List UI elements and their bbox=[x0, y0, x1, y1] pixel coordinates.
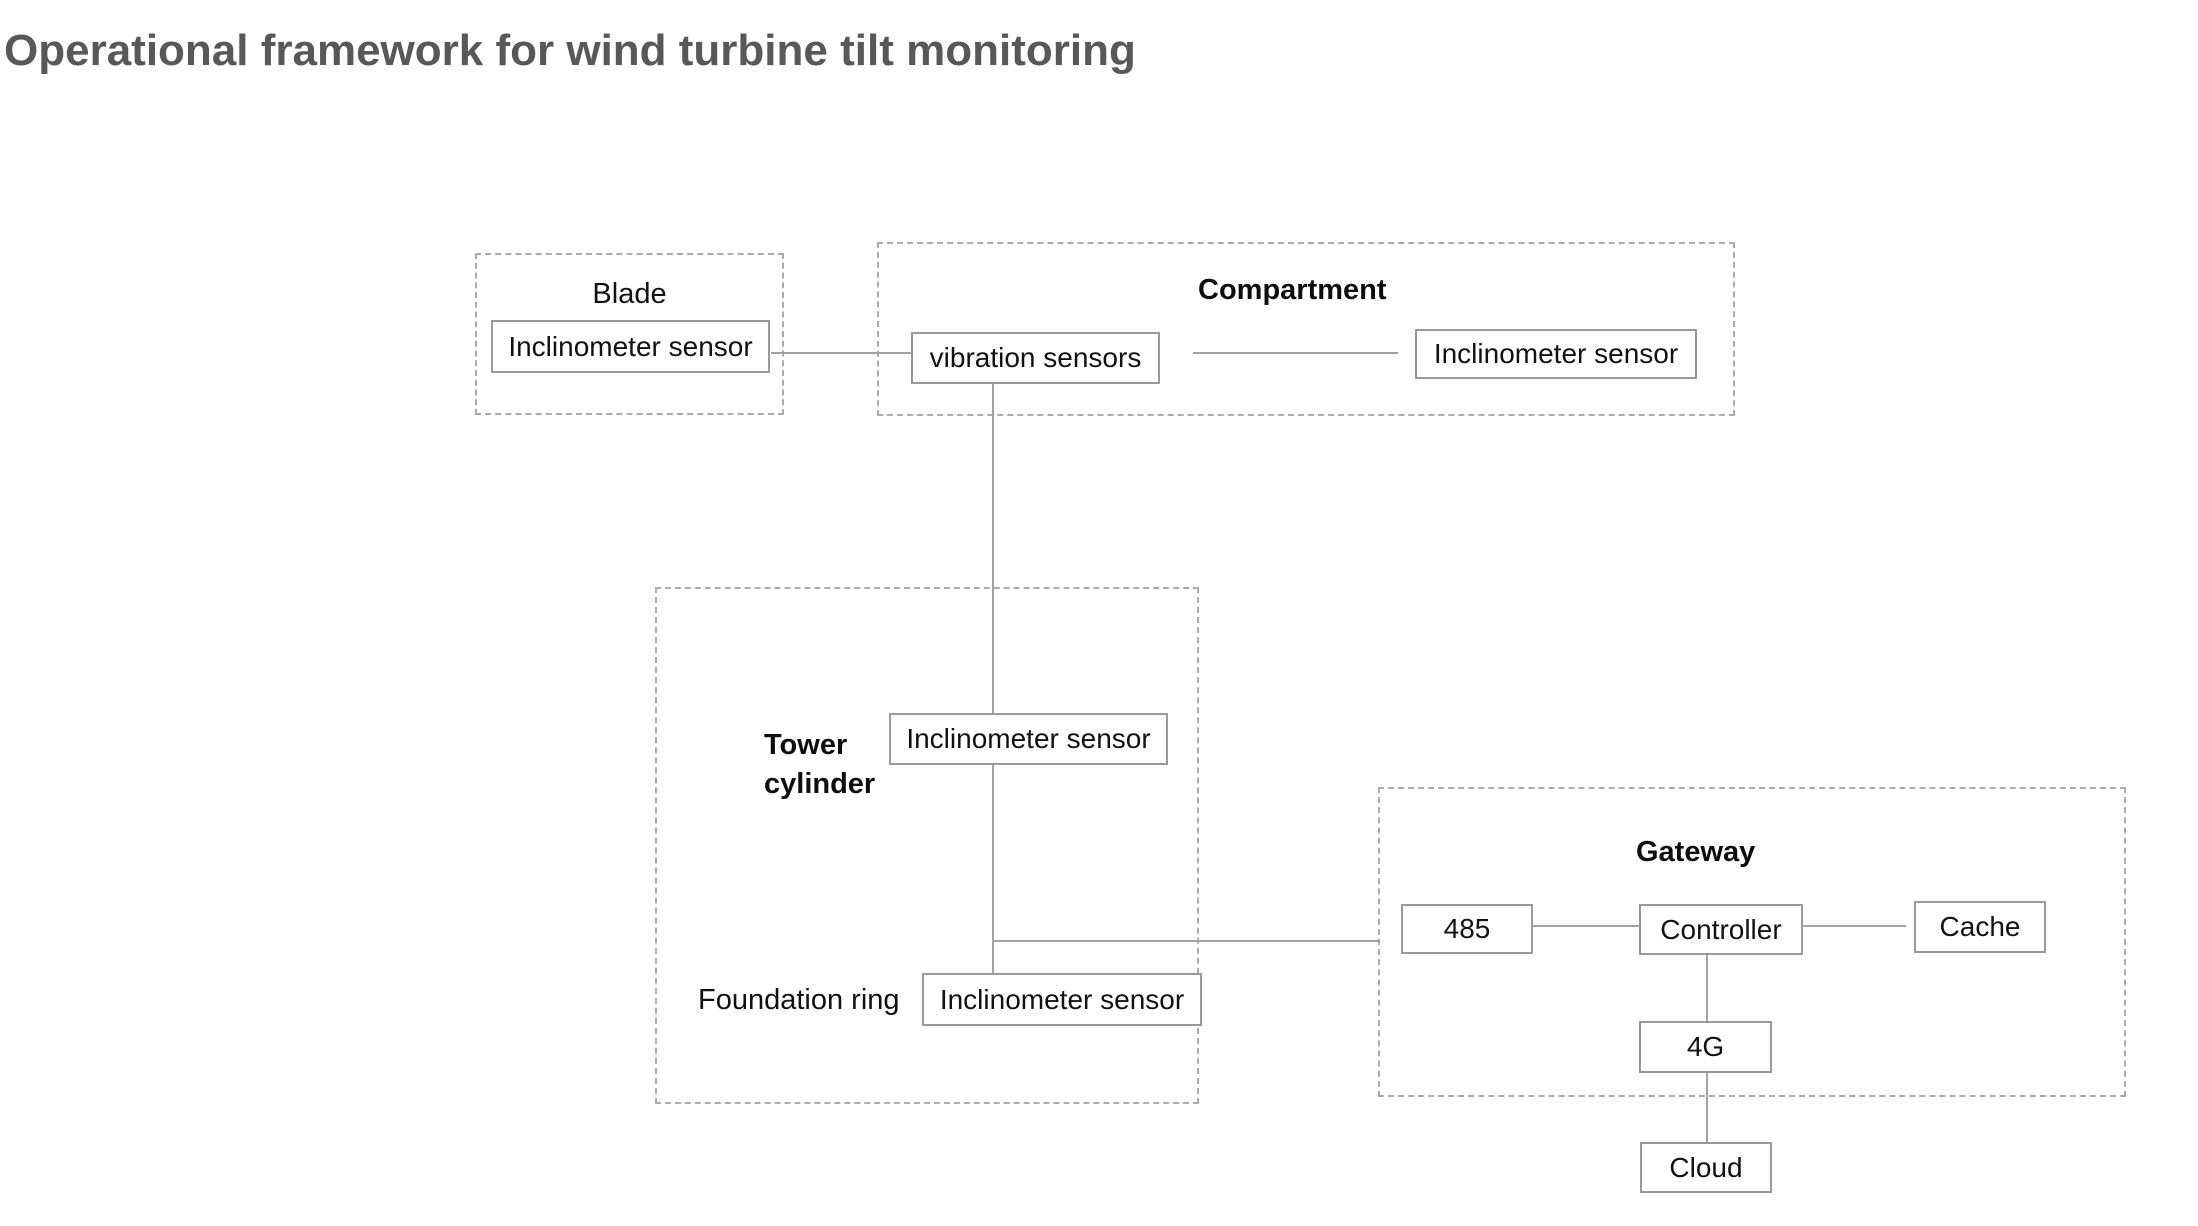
tower-inclinometer-box: Inclinometer sensor bbox=[889, 713, 1168, 765]
gateway-group-frame bbox=[1378, 787, 2126, 1097]
connector-controller-to-cache bbox=[1803, 925, 1906, 927]
connector-blade-to-vibration bbox=[771, 352, 911, 354]
tower-cylinder-group-frame bbox=[655, 587, 1199, 1104]
compartment-inclinometer-box: Inclinometer sensor bbox=[1415, 329, 1697, 379]
foundation-inclinometer-box: Inclinometer sensor bbox=[922, 973, 1202, 1026]
connector-tower-down-to-foundation bbox=[992, 765, 994, 973]
blade-group-frame bbox=[475, 253, 784, 415]
connector-vibration-to-inclinometer bbox=[1193, 352, 1398, 354]
connector-485-to-controller bbox=[1533, 925, 1639, 927]
gateway-group-label: Gateway bbox=[1636, 836, 1756, 868]
connector-vibration-down-to-tower bbox=[992, 384, 994, 713]
tower-cylinder-group-label: Tower cylinder bbox=[764, 729, 876, 800]
connector-4g-to-cloud bbox=[1706, 1073, 1708, 1142]
compartment-group-frame bbox=[877, 242, 1735, 416]
cloud-box: Cloud bbox=[1640, 1142, 1772, 1193]
foundation-ring-label: Foundation ring bbox=[698, 984, 900, 1016]
compartment-group-label: Compartment bbox=[1198, 274, 1387, 306]
controller-box: Controller bbox=[1639, 904, 1803, 955]
blade-inclinometer-box: Inclinometer sensor bbox=[491, 320, 770, 373]
vibration-sensors-box: vibration sensors bbox=[911, 332, 1160, 384]
cache-box: Cache bbox=[1914, 901, 2046, 953]
modem-4g-box: 4G bbox=[1639, 1021, 1772, 1073]
rs485-box: 485 bbox=[1401, 904, 1533, 954]
page-title: Operational framework for wind turbine t… bbox=[4, 26, 1136, 75]
blade-group-label: Blade bbox=[592, 278, 667, 310]
connector-branch-to-gateway bbox=[992, 940, 1380, 942]
connector-controller-to-4g bbox=[1706, 955, 1708, 1021]
